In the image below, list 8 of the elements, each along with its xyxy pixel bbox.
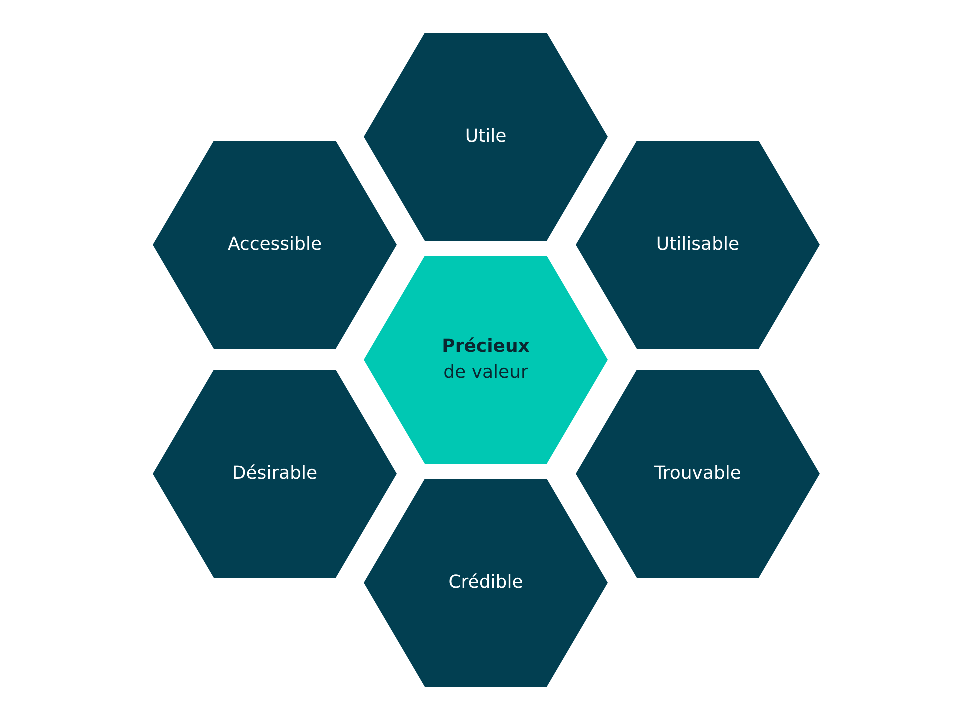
hexagon-label: Trouvable — [654, 462, 742, 486]
hexagon-heading: Précieux — [442, 335, 530, 359]
hexagon-label: de valeur — [444, 361, 528, 385]
hexagon-label: Désirable — [232, 462, 318, 486]
hexagon-label: Utilisable — [656, 233, 740, 257]
hexagon-label: Crédible — [448, 571, 524, 595]
hexagon-label: Accessible — [228, 233, 322, 257]
hexagon-label: Utile — [465, 125, 507, 149]
